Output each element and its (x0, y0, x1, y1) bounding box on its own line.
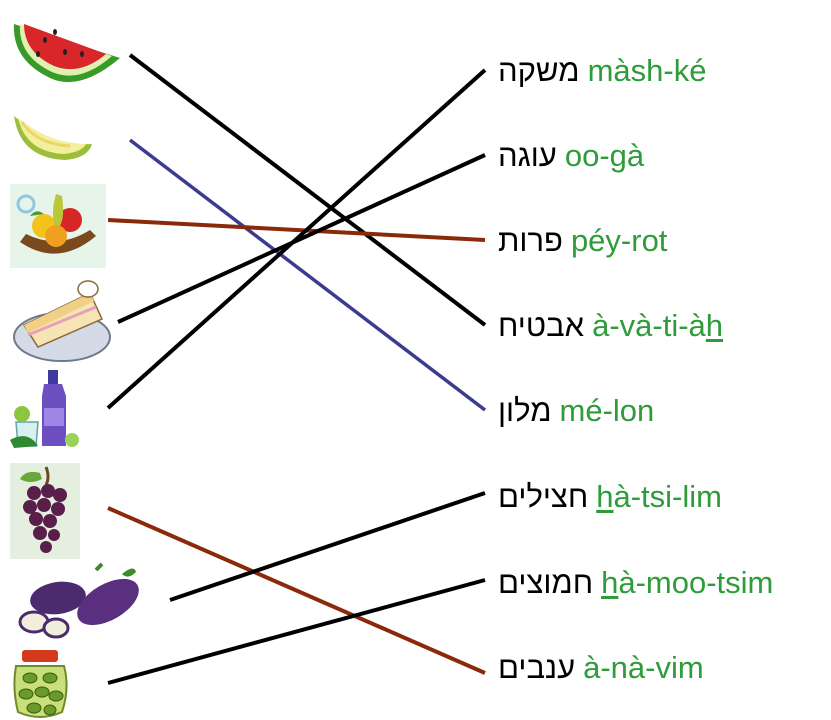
cake-icon[interactable] (10, 275, 114, 365)
transliteration: péy-rot (570, 223, 668, 258)
line-watermelon-avatiach (128, 53, 487, 327)
word-mashke[interactable]: משקה màsh-ké (498, 55, 828, 86)
transliteration: oo-gà (564, 138, 645, 173)
hebrew-word: חמוצים (498, 565, 594, 600)
grapes-icon[interactable] (10, 463, 80, 559)
word-peyrot[interactable]: פרות péy-rot (498, 225, 828, 256)
line-basket-peyrot (107, 218, 486, 242)
watermelon-icon[interactable] (10, 10, 128, 90)
word-melon[interactable]: מלון mé-lon (498, 395, 828, 426)
line-olives-hamootsim (107, 578, 486, 685)
hebrew-word: חצילים (498, 479, 589, 514)
transliteration: hà-tsi-lim (596, 479, 722, 514)
line-eggplant-hatsilim (169, 491, 486, 602)
word-anavim[interactable]: ענבים à-nà-vim (498, 652, 828, 683)
fruit-basket-icon[interactable] (10, 184, 106, 268)
transliteration: hà-moo-tsim (601, 565, 774, 600)
line-drink-mashke (106, 68, 487, 410)
hebrew-word: אבטיח (498, 308, 585, 343)
transliteration: màsh-ké (587, 53, 707, 88)
line-grapes-anavim (107, 506, 486, 675)
melon-icon[interactable] (10, 108, 95, 168)
transliteration: mé-lon (559, 393, 655, 428)
line-cake-ooga (117, 153, 486, 324)
transliteration: à-nà-vim (583, 650, 704, 685)
olive-jar-icon[interactable] (8, 648, 74, 720)
eggplant-icon[interactable] (10, 562, 150, 640)
word-ooga[interactable]: עוגה oo-gà (498, 140, 828, 171)
word-hatsilim[interactable]: חצילים hà-tsi-lim (498, 481, 828, 512)
line-melon-melon (128, 138, 487, 412)
hebrew-word: ענבים (498, 650, 576, 685)
drink-bottle-icon[interactable] (8, 368, 88, 450)
word-avatiach[interactable]: אבטיח à-và-ti-àh (498, 310, 828, 341)
word-hamootsim[interactable]: חמוצים hà-moo-tsim (498, 567, 828, 598)
transliteration: à-và-ti-àh (592, 308, 724, 343)
hebrew-word: משקה (498, 53, 580, 88)
hebrew-word: עוגה (498, 138, 557, 173)
hebrew-word: פרות (498, 223, 563, 258)
hebrew-word: מלון (498, 393, 552, 428)
